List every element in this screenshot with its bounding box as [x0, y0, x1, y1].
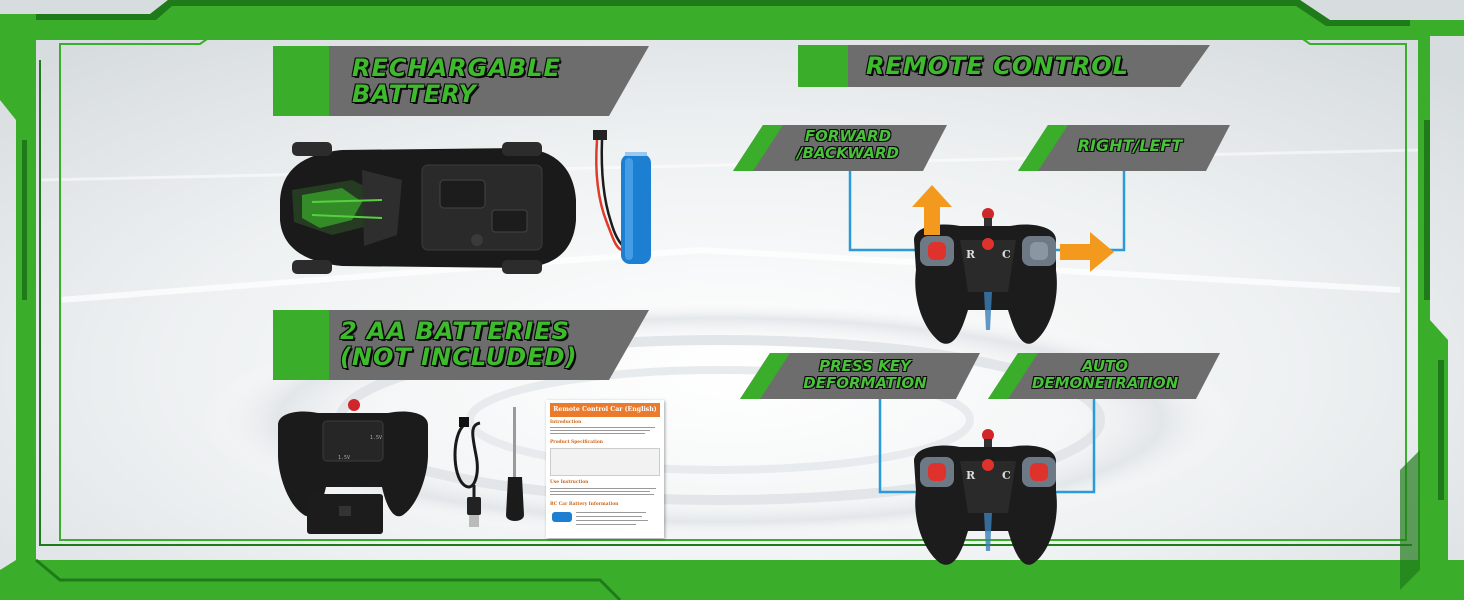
manual-heading-use: Use Instruction: [550, 480, 589, 485]
aa-banner: [273, 310, 649, 380]
aa-title-line2: (NOT INCLUDED): [339, 343, 578, 371]
battery-banner-title: RECHARGABLE BATTERY: [351, 54, 561, 108]
aa-banner-title: 2 AA BATTERIES (NOT INCLUDED): [339, 317, 578, 371]
manual-line: [550, 430, 650, 431]
up-arrow-icon: [912, 185, 952, 235]
manual-line: [550, 494, 654, 495]
manual-line: [576, 512, 646, 513]
remote-banner-title: REMOTE CONTROL: [865, 52, 1129, 80]
forward-line2: /BACKWARD: [797, 144, 899, 162]
manual-line: [550, 433, 645, 434]
manual-line: [576, 516, 642, 517]
auto-label-bg: [988, 353, 1220, 399]
auto-line1: AUTO: [1081, 357, 1129, 375]
car-chassis-image: [280, 142, 576, 274]
right-arrow-icon: [1060, 232, 1114, 272]
auto-label: AUTO DEMONETRATION: [1010, 359, 1200, 391]
remote-front-image-bottom: R C: [914, 429, 1057, 565]
usb-cable-image: [453, 417, 481, 527]
rightleft-label: RIGHT/LEFT: [1077, 136, 1183, 155]
manual-title: Remote Control Car (English): [550, 403, 660, 417]
remote-front-image: R C: [914, 208, 1057, 344]
forward-label-bg: [733, 125, 947, 171]
manual-line: [576, 524, 636, 525]
remote-back-image: 1.5V 1.5V: [278, 399, 428, 517]
instruction-manual: Remote Control Car (English) Introductio…: [546, 400, 664, 538]
press-line2: DEFORMATION: [803, 374, 927, 392]
battery-title-line1: RECHARGABLE: [351, 54, 561, 82]
aa-title-line1: 2 AA BATTERIES: [339, 317, 570, 345]
manual-line: [550, 491, 650, 492]
battery-banner: [273, 46, 649, 116]
remote-letter-c-bottom: C: [1002, 469, 1011, 482]
manual-battery-icon: [552, 512, 572, 522]
auto-line2: DEMONETRATION: [1031, 374, 1179, 392]
battery-pack-image: [593, 130, 651, 264]
manual-heading-battery: RC Car Battery Information: [550, 502, 619, 507]
battery-cover-image: [307, 494, 383, 534]
manual-heading-spec: Product Specification: [550, 440, 603, 445]
svg-text:1.5V: 1.5V: [370, 435, 382, 441]
rightleft-label-bg: [1018, 125, 1230, 171]
screwdriver-image: [506, 407, 524, 521]
manual-line: [550, 427, 655, 428]
forward-line1: FORWARD: [804, 127, 892, 145]
remote-banner: [798, 45, 1210, 87]
manual-heading-intro: Introduction: [550, 420, 582, 425]
battery-title-line2: BATTERY: [351, 80, 477, 108]
press-label-bg: [740, 353, 980, 399]
manual-table: [550, 448, 660, 476]
press-line1: PRESS KEY: [819, 357, 911, 375]
press-label: PRESS KEY DEFORMATION: [775, 359, 955, 391]
manual-line: [550, 488, 656, 489]
remote-letter-c: C: [1002, 248, 1011, 261]
remote-letter-r: R: [966, 248, 976, 261]
svg-text:1.5V: 1.5V: [338, 455, 350, 461]
remote-letter-r-bottom: R: [966, 469, 976, 482]
forward-label: FORWARD /BACKWARD: [768, 129, 928, 161]
manual-line: [576, 520, 648, 521]
